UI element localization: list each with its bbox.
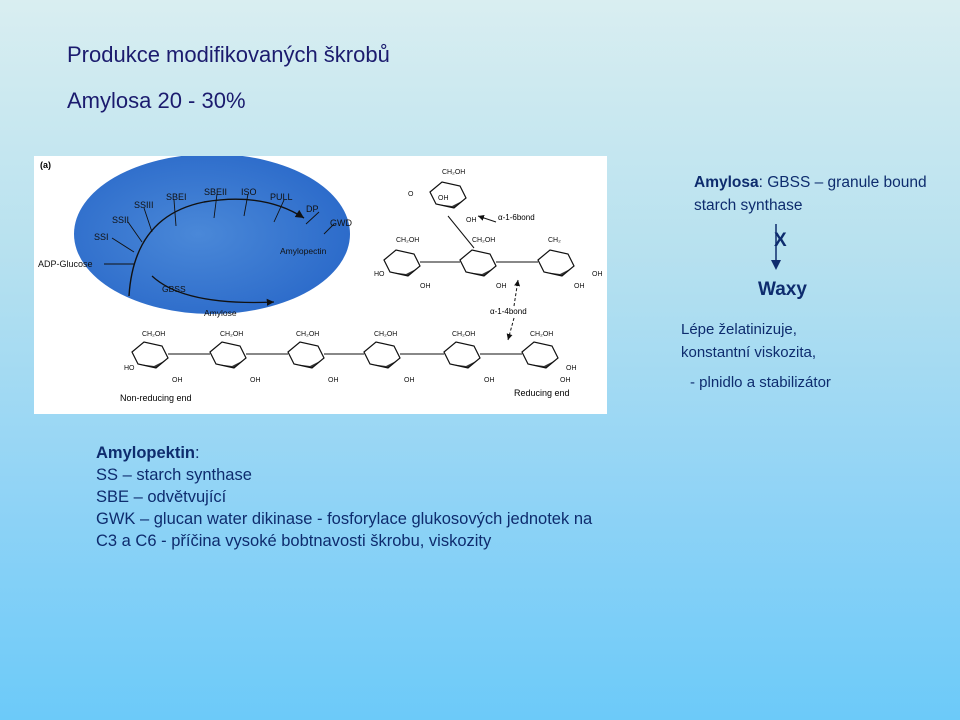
chain-oh-end: OH xyxy=(566,365,577,372)
branch-ch2-1: CH₂OH xyxy=(472,237,495,244)
chain-ch2oh-1: CH₂OH xyxy=(142,331,165,338)
branch-ch2-2: CH₂ xyxy=(548,237,561,244)
starch-figure: (a) SSIII SBEI SBEII ISO PULL DP GWD SS xyxy=(34,156,607,414)
branch-oh-2: OH xyxy=(496,283,507,290)
branch-top-oh2: OH xyxy=(466,217,477,224)
alpha14-pointer-up xyxy=(513,279,521,307)
enzyme-ssi: SSI xyxy=(94,232,109,242)
alpha14-label: α-1-4bond xyxy=(490,307,527,316)
cross-mark: X xyxy=(774,230,787,251)
branch-oh-end: OH xyxy=(592,271,603,278)
enzyme-sbei: SBEI xyxy=(166,192,187,202)
branched-chain xyxy=(383,181,575,277)
enzyme-lines xyxy=(104,193,335,265)
starch-granule xyxy=(74,156,350,314)
arrow-down-icon xyxy=(771,224,781,270)
alpha16-label: α-1-6bond xyxy=(498,213,535,222)
waxy-prop-line1: Lépe želatinizuje, xyxy=(681,321,797,338)
non-reducing-end-label: Non-reducing end xyxy=(120,393,192,403)
substrate-adp-glucose: ADP-Glucose xyxy=(38,259,93,269)
granule-amylose-label: Amylose xyxy=(204,308,237,318)
amylose-arrow xyxy=(151,275,275,306)
enzyme-ssiii: SSIII xyxy=(134,200,154,210)
chain-oh-1: OH xyxy=(172,377,183,384)
enzyme-gwd: GWD xyxy=(330,218,352,228)
branch-top-oh: OH xyxy=(438,195,449,202)
chain-oh-3: OH xyxy=(328,377,339,384)
enzyme-iso: ISO xyxy=(241,187,257,197)
chain-ch2oh-3: CH₂OH xyxy=(296,331,319,338)
branch-oh-1: OH xyxy=(420,283,431,290)
amylopektin-line1: SS – starch synthase xyxy=(96,466,252,484)
starch-diagram: (a) SSIII SBEI SBEII ISO PULL DP GWD SS xyxy=(38,156,603,403)
linear-chain xyxy=(131,341,559,369)
amylopektin-line2: SBE – odvětvující xyxy=(96,488,227,506)
page-title: Produkce modifikovaných škrobů xyxy=(67,42,390,67)
enzyme-pull: PULL xyxy=(270,192,293,202)
branch-ho: HO xyxy=(374,271,385,278)
panel-label: (a) xyxy=(40,160,51,170)
waxy-prop-line2: konstantní viskozita, xyxy=(681,344,817,361)
enzyme-dp: DP xyxy=(306,204,319,214)
page-subtitle: Amylosa 20 - 30% xyxy=(67,88,246,113)
enzyme-sbeii: SBEII xyxy=(204,187,227,197)
alpha14-pointer-down xyxy=(506,317,515,341)
chain-oh-4: OH xyxy=(404,377,415,384)
chain-ch2oh-5: CH₂OH xyxy=(452,331,475,338)
amylopektin-heading: Amylopektin xyxy=(96,444,196,462)
chain-ch2oh-2: CH₂OH xyxy=(220,331,243,338)
chain-oh-6: OH xyxy=(560,377,571,384)
granule-gbss-label: GBSS xyxy=(162,284,186,294)
alpha16-pointer xyxy=(477,215,497,223)
amylosa-description: Amylosa: GBSS – granule bound starch syn… xyxy=(694,171,934,217)
waxy-label: Waxy xyxy=(758,279,807,300)
amylopektin-colon: : xyxy=(195,444,200,462)
waxy-prop-line3: - plnidlo a stabilizátor xyxy=(690,374,831,391)
amylopektin-line3: GWK – glucan water dikinase - fosforylac… xyxy=(96,510,593,550)
branch-top-ch2oh: CH₂OH xyxy=(442,169,465,176)
amylosa-text: : GBSS – granule bound starch synthase xyxy=(694,174,927,214)
amylopektin-description: Amylopektin: SS – starch synthase SBE – … xyxy=(96,442,616,552)
branch-top-o: O xyxy=(408,191,414,198)
enzyme-ssii: SSII xyxy=(112,215,129,225)
branch-ch2oh-1: CH₂OH xyxy=(396,237,419,244)
chain-ch2oh-4: CH₂OH xyxy=(374,331,397,338)
chain-ch2oh-6: CH₂OH xyxy=(530,331,553,338)
reducing-end-label: Reducing end xyxy=(514,388,570,398)
branch-oh-3: OH xyxy=(574,283,585,290)
granule-amylopectin-label: Amylopectin xyxy=(280,246,327,256)
amylopectin-arrow xyxy=(128,198,305,297)
chain-oh-2: OH xyxy=(250,377,261,384)
amylosa-heading: Amylosa xyxy=(694,174,759,191)
chain-ho: HO xyxy=(124,365,135,372)
chain-oh-5: OH xyxy=(484,377,495,384)
waxy-properties: Lépe želatinizuje, konstantní viskozita, xyxy=(681,318,816,364)
